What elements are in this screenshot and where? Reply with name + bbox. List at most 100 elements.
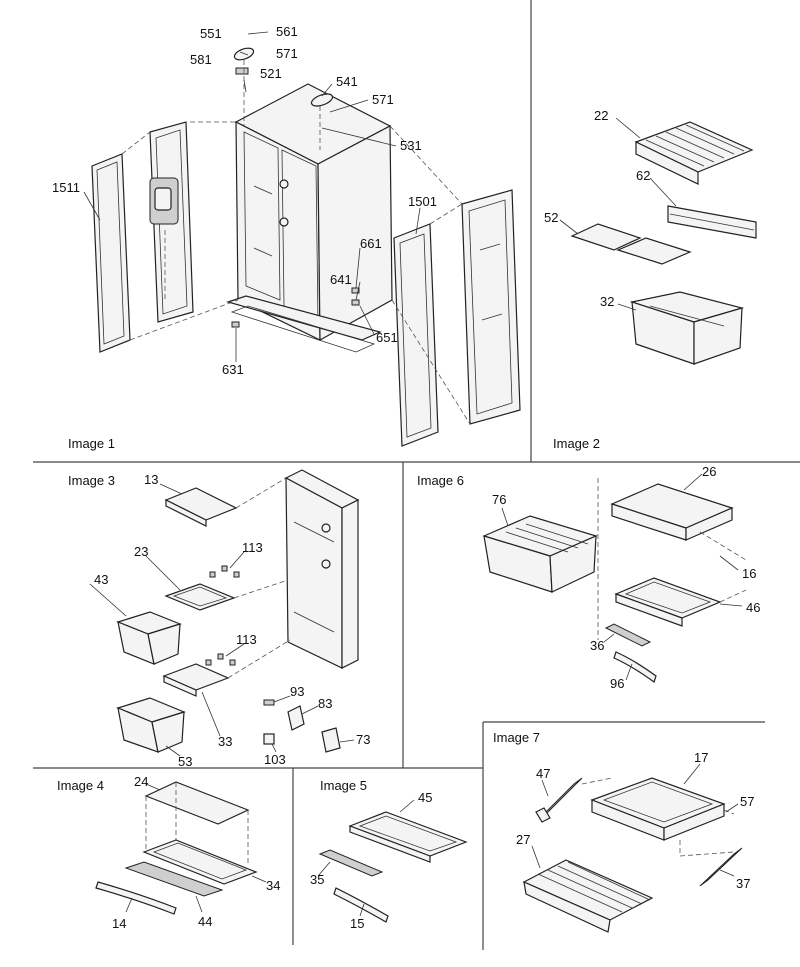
panel-title-image-5: Image 5 (320, 778, 367, 793)
image-6-artwork: 76 26 16 46 36 96 (482, 464, 760, 691)
callout-53: 53 (178, 754, 192, 769)
freezer-basket-upper-drawing (116, 611, 182, 665)
callout-551: 551 (200, 26, 222, 41)
callout-83: 83 (318, 696, 332, 711)
trim-strip-drawing-5 (333, 887, 389, 923)
callout-651: 651 (376, 330, 398, 345)
callout-32: 32 (600, 294, 614, 309)
image-5-leaders (317, 799, 415, 917)
callout-44: 44 (198, 914, 212, 929)
callout-661: 661 (360, 236, 382, 251)
glass-shelf-drawing-5 (348, 811, 468, 863)
freezer-basket-lower-drawing (116, 697, 186, 753)
callout-1511: 1511 (52, 180, 80, 195)
panel-title-image-2: Image 2 (553, 436, 600, 451)
callout-76: 76 (492, 492, 506, 507)
callout-631: 631 (222, 362, 244, 377)
callout-641: 641 (330, 272, 352, 287)
image-2-leaders (559, 117, 677, 311)
image-4-leaders (125, 783, 267, 913)
cabinet-drawing (225, 83, 393, 353)
callout-34: 34 (266, 878, 280, 893)
image-6-leaders (501, 473, 743, 681)
callout-561: 561 (276, 24, 298, 39)
right-door-gasket-drawing (393, 223, 439, 447)
callout-62: 62 (636, 168, 650, 183)
panel-title-image-3: Image 3 (68, 473, 115, 488)
freezer-shelf-drawing (164, 487, 238, 527)
callout-571-upper: 571 (276, 46, 298, 61)
callout-96: 96 (610, 676, 624, 691)
freezer-shelf-lower-drawing (162, 663, 230, 697)
image-7-leaders (531, 763, 739, 877)
image-4-artwork: 24 34 14 44 (95, 774, 280, 931)
shelf-frame-drawing (164, 583, 236, 611)
wire-basket-drawing (522, 859, 654, 933)
callout-35: 35 (310, 872, 324, 887)
image-3-artwork: 13 23 113 43 113 93 83 33 53 103 73 (89, 469, 370, 769)
callout-17: 17 (694, 750, 708, 765)
image-1-artwork: 551 561 581 571 521 541 571 531 1511 150… (52, 24, 521, 447)
pan-lids-drawing (570, 223, 692, 265)
callout-22: 22 (594, 108, 608, 123)
callout-33: 33 (218, 734, 232, 749)
top-hinge-drawing (233, 47, 334, 150)
divider-rail-drawing (667, 205, 757, 239)
image-1-projection-lines (121, 121, 471, 425)
shelf-rail-drawing-6 (604, 623, 657, 683)
callout-531: 531 (400, 138, 422, 153)
image-5-artwork: 45 35 15 (310, 790, 468, 931)
panel-dividers (33, 0, 800, 950)
slide-shelf-drawing (590, 777, 726, 841)
image-7-artwork: 17 47 57 27 37 (516, 750, 754, 933)
panel-title-image-6: Image 6 (417, 473, 464, 488)
left-door-gasket-drawing (91, 153, 131, 353)
callout-46: 46 (746, 600, 760, 615)
callout-16: 16 (742, 566, 756, 581)
callout-521: 521 (260, 66, 282, 81)
callout-113-upper: 113 (242, 540, 263, 555)
covered-shelf-drawing (610, 483, 734, 541)
left-rail-drawing-7 (535, 777, 583, 823)
crisper-pan-drawing (629, 291, 745, 365)
panel-title-image-7: Image 7 (493, 730, 540, 745)
callout-43: 43 (94, 572, 108, 587)
callout-103: 103 (264, 752, 286, 767)
image-6-projection-lines (597, 478, 747, 640)
wire-shelf-drawing (634, 121, 754, 185)
image-1-leaders (83, 31, 421, 362)
callout-14: 14 (112, 916, 126, 931)
callout-52: 52 (544, 210, 558, 225)
callout-541: 541 (336, 74, 358, 89)
callout-571-lower: 571 (372, 92, 394, 107)
callout-45: 45 (418, 790, 432, 805)
trim-strip-drawing (95, 881, 177, 915)
bottom-hinge-drawing (231, 287, 360, 328)
callout-47: 47 (536, 766, 550, 781)
callout-37: 37 (736, 876, 750, 891)
left-door-drawing (149, 121, 194, 323)
callout-57: 57 (740, 794, 754, 809)
callout-27: 27 (516, 832, 530, 847)
panel-title-image-1: Image 1 (68, 436, 115, 451)
callout-93: 93 (290, 684, 304, 699)
callout-13: 13 (144, 472, 158, 487)
panel-title-image-4: Image 4 (57, 778, 104, 793)
callout-113-lower: 113 (236, 632, 257, 647)
freezer-liner-drawing (284, 469, 360, 669)
shelf-rail-drawing-5 (318, 849, 384, 877)
callout-1501: 1501 (408, 194, 437, 209)
callout-73: 73 (356, 732, 370, 747)
image-7-projection-lines (581, 777, 735, 857)
clips-drawing (205, 565, 341, 753)
callout-23: 23 (134, 544, 148, 559)
right-door-drawing (461, 189, 521, 425)
image-3-leaders (89, 483, 355, 757)
cover-drawing (144, 781, 250, 864)
shelf-frame-drawing-4 (124, 839, 258, 897)
image-3-projection-lines (227, 477, 291, 679)
callout-36: 36 (590, 638, 604, 653)
image-2-artwork: 22 62 52 32 (544, 108, 757, 365)
glass-shelf-drawing-6 (614, 577, 722, 627)
